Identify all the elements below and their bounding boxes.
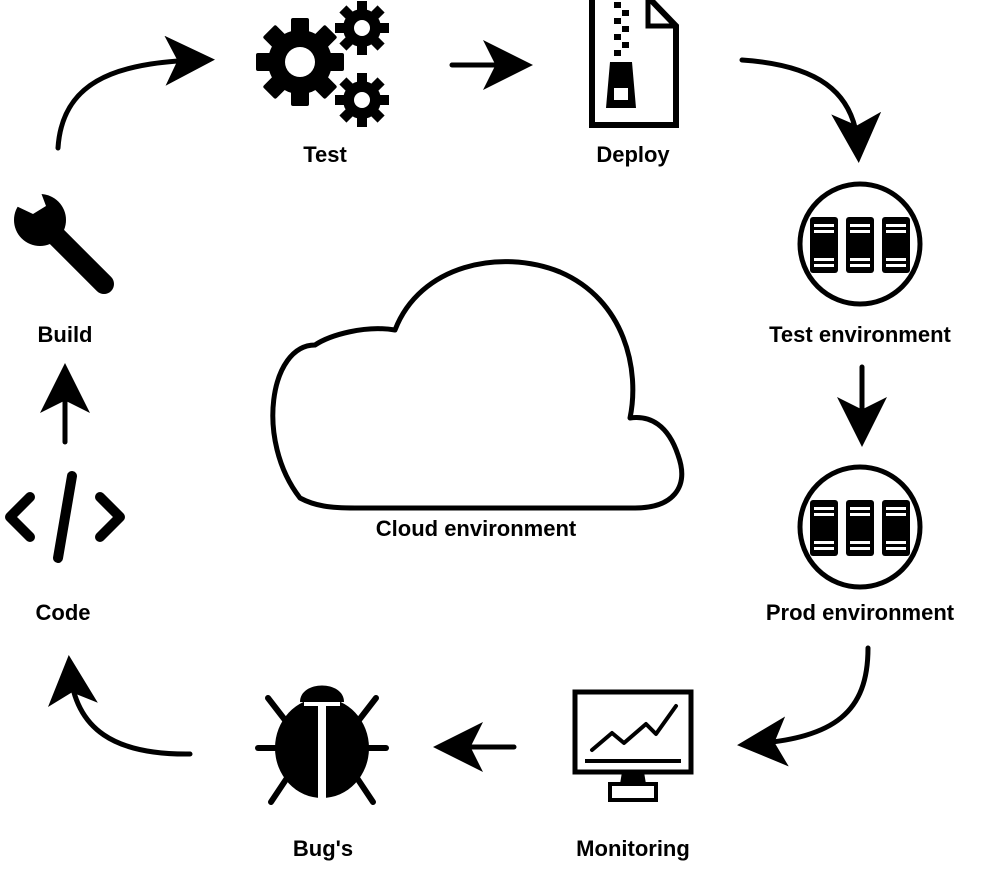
flow-arrows — [40, 35, 887, 772]
server-icon-prod-environment — [797, 464, 923, 590]
code-icon — [5, 471, 125, 563]
step-label-test-environment: Test environment — [769, 322, 951, 347]
cloud-shape — [270, 259, 685, 511]
step-label-test: Test — [303, 142, 347, 167]
step-label-code: Code — [35, 600, 91, 625]
gear-small-bottom-icon — [335, 73, 389, 127]
bug-icon — [255, 685, 389, 805]
arrow-bugs-to-code — [48, 655, 193, 757]
step-label-monitoring: Monitoring — [576, 836, 690, 861]
cloud-environment-label: Cloud environment — [375, 516, 577, 541]
step-label-bugs: Bug's — [292, 836, 354, 861]
wrench-icon — [14, 185, 114, 294]
monitor-chart-icon — [572, 689, 694, 802]
server-icon-test-environment — [797, 181, 923, 307]
arrow-prod-env-to-monitoring — [737, 645, 871, 767]
gears-icon — [256, 1, 389, 127]
step-label-prod-environment: Prod environment — [765, 600, 955, 625]
gear-large-icon — [256, 18, 344, 106]
gear-small-top-icon — [335, 1, 389, 55]
arrow-deploy-to-test-env — [739, 57, 882, 163]
step-label-deploy: Deploy — [596, 142, 670, 167]
arrow-build-to-test — [55, 35, 215, 151]
zip-file-icon — [589, 0, 679, 128]
step-label-build: Build — [37, 322, 93, 347]
